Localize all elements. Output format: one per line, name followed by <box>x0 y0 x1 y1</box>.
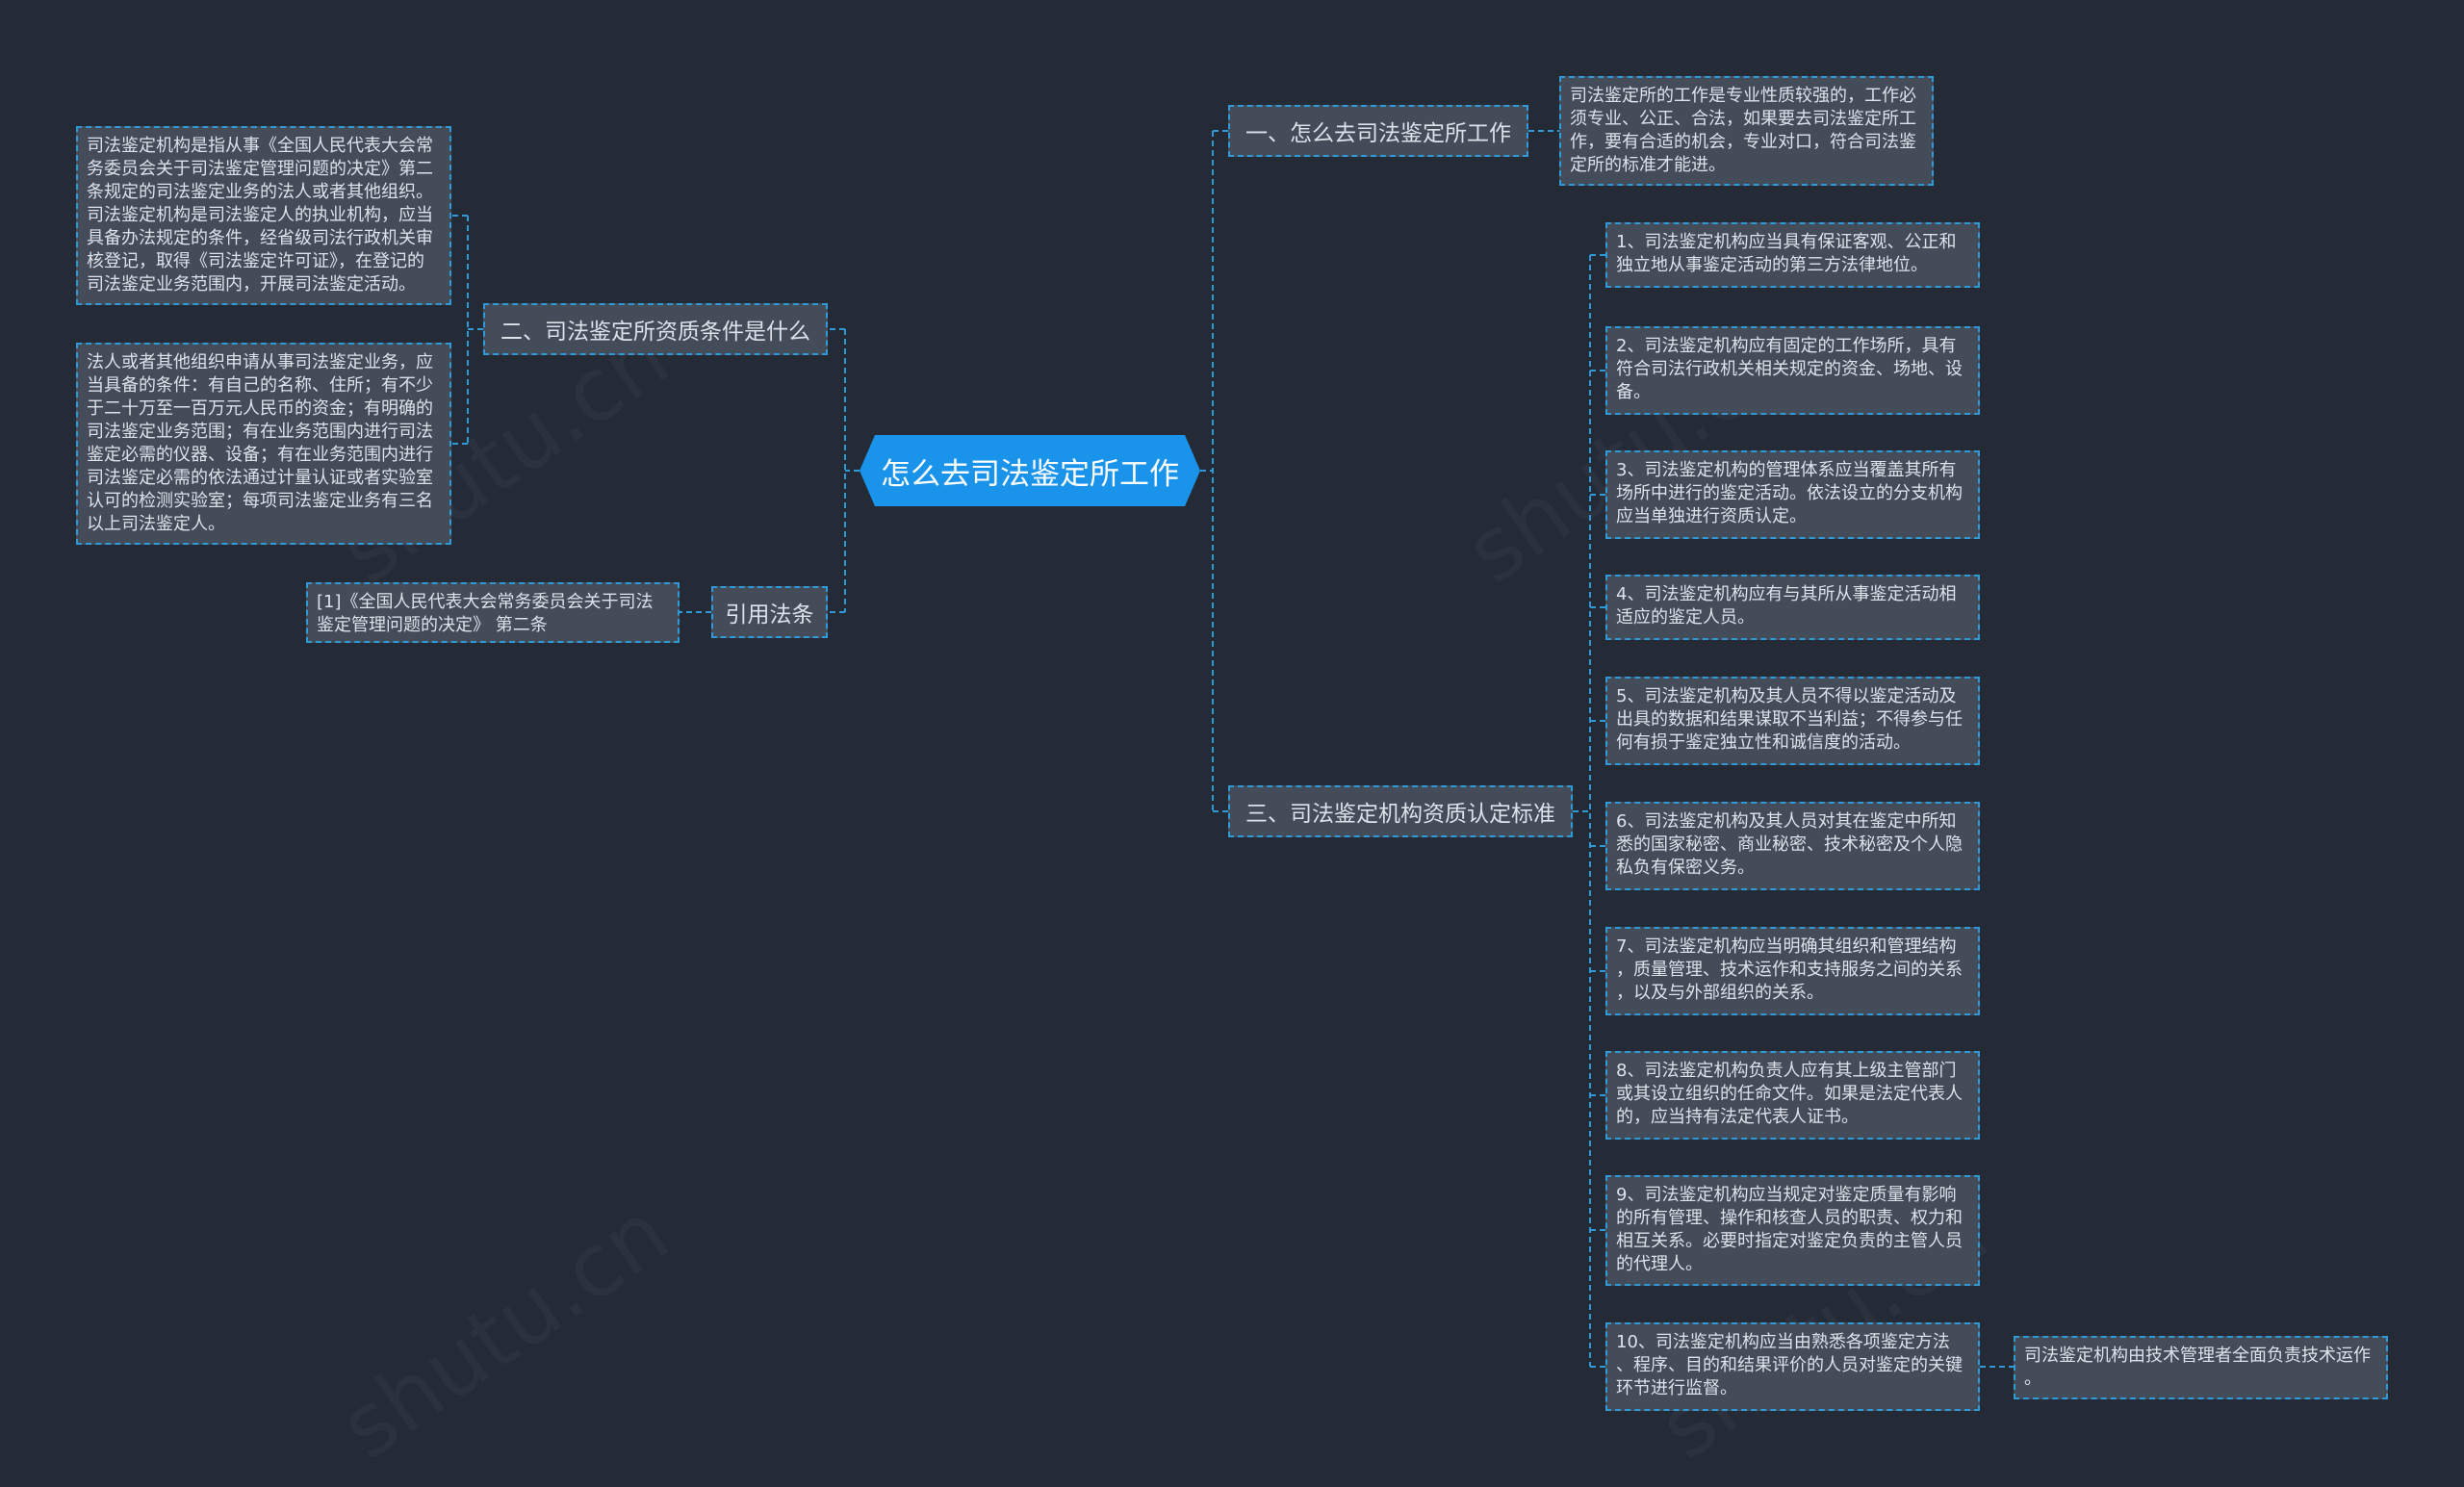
connector-line <box>1200 130 1228 812</box>
root-topic[interactable]: 怎么去司法鉴定所工作 <box>860 435 1200 506</box>
connector-line <box>828 328 860 613</box>
standard-item-1[interactable]: 1、司法鉴定机构应当具有保证客观、公正和 独立地从事鉴定活动的第三方法律地位。 <box>1605 222 1980 288</box>
leaf-institution-definition[interactable]: 司法鉴定机构是指从事《全国人民代表大会常 务委员会关于司法鉴定管理问题的决定》第… <box>76 126 451 305</box>
standard-item-2[interactable]: 2、司法鉴定机构应有固定的工作场所，具有 符合司法行政机关相关规定的资金、场地、… <box>1605 326 1980 415</box>
connector-line <box>451 215 483 445</box>
standard-item-10-detail[interactable]: 司法鉴定机构由技术管理者全面负责技术运作 。 <box>2014 1336 2388 1399</box>
connector-line <box>1573 254 1605 1368</box>
leaf-citation[interactable]: [1]《全国人民代表大会常务委员会关于司法 鉴定管理问题的决定》 第二条 <box>306 582 680 643</box>
leaf-how-to-work-detail[interactable]: 司法鉴定所的工作是专业性质较强的，工作必 须专业、公正、合法，如果要去司法鉴定所… <box>1559 76 1934 186</box>
standard-item-4[interactable]: 4、司法鉴定机构应有与其所从事鉴定活动相 适应的鉴定人员。 <box>1605 575 1980 640</box>
standard-item-8[interactable]: 8、司法鉴定机构负责人应有其上级主管部门 或其设立组织的任命文件。如果是法定代表… <box>1605 1051 1980 1140</box>
standard-item-9[interactable]: 9、司法鉴定机构应当规定对鉴定质量有影响 的所有管理、操作和核查人员的职责、权力… <box>1605 1175 1980 1286</box>
standard-item-10[interactable]: 10、司法鉴定机构应当由熟悉各项鉴定方法 、程序、目的和结果评价的人员对鉴定的关… <box>1605 1322 1980 1411</box>
branch-qualifications[interactable]: 二、司法鉴定所资质条件是什么 <box>483 303 828 355</box>
standard-item-3[interactable]: 3、司法鉴定机构的管理体系应当覆盖其所有 场所中进行的鉴定活动。依法设立的分支机… <box>1605 450 1980 539</box>
branch-cited-law[interactable]: 引用法条 <box>711 586 828 638</box>
standard-item-6[interactable]: 6、司法鉴定机构及其人员对其在鉴定中所知 悉的国家秘密、商业秘密、技术秘密及个人… <box>1605 802 1980 890</box>
branch-accreditation-standards[interactable]: 三、司法鉴定机构资质认定标准 <box>1228 785 1573 837</box>
standard-item-5[interactable]: 5、司法鉴定机构及其人员不得以鉴定活动及 出具的数据和结果谋取不当利益；不得参与… <box>1605 677 1980 765</box>
standard-item-7[interactable]: 7、司法鉴定机构应当明确其组织和管理结构 ，质量管理、技术运作和支持服务之间的关… <box>1605 927 1980 1015</box>
leaf-application-conditions[interactable]: 法人或者其他组织申请从事司法鉴定业务，应 当具备的条件：有自己的名称、住所；有不… <box>76 343 451 545</box>
branch-how-to-work[interactable]: 一、怎么去司法鉴定所工作 <box>1228 105 1528 157</box>
